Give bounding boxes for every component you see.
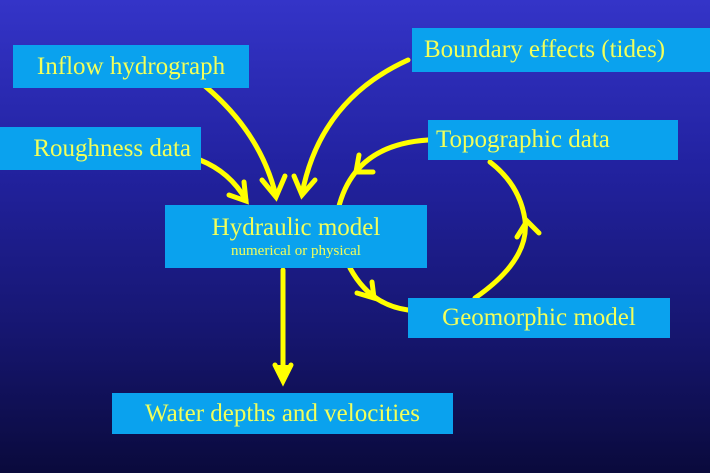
arrowhead-roughness (226, 179, 249, 205)
arrowhead-cycle-topo (353, 152, 376, 175)
cycle-model-to-geomorphic (347, 265, 411, 313)
node-label: Boundary effects (tides) (424, 36, 666, 63)
node-boundary-effects: Boundary effects (tides) (412, 28, 710, 72)
cycle-topo-to-model (334, 137, 431, 218)
node-inflow-hydrograph: Inflow hydrograph (13, 45, 249, 88)
node-label: Geomorphic model (442, 304, 636, 331)
node-water-depths: Water depths and velocities (112, 393, 453, 434)
arrow-boundary-to-model (299, 57, 411, 197)
node-label: Topographic data (436, 126, 610, 153)
node-roughness-data: Roughness data (0, 127, 201, 170)
node-hydraulic-model: Hydraulic model numerical or physical (165, 205, 427, 268)
arrowhead-boundary (291, 173, 318, 200)
node-label: Roughness data (33, 134, 191, 162)
arrowhead-output (272, 362, 294, 387)
arrow-inflow-to-model (197, 79, 279, 199)
cycle-geomorphic-to-topo (472, 159, 528, 301)
node-label: Hydraulic model (211, 213, 381, 241)
arrowhead-cycle-topo-up (514, 217, 542, 240)
arrow-roughness-to-model (197, 157, 249, 203)
arrowhead-inflow (259, 173, 288, 202)
node-label: Inflow hydrograph (36, 52, 226, 80)
node-sublabel: numerical or physical (231, 242, 361, 259)
arrowhead-cycle-geo (354, 279, 377, 302)
node-topographic-data: Topographic data (428, 120, 678, 160)
node-geomorphic-model: Geomorphic model (408, 298, 670, 338)
node-label: Water depths and velocities (145, 399, 420, 427)
